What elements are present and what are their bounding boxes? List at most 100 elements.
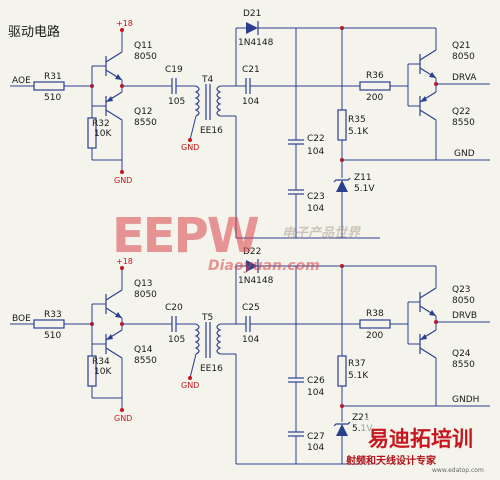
c23-ref: C23: [307, 192, 325, 202]
watermark-eepw: EEPW Diaoyuan.com 电子产品世界: [112, 208, 361, 274]
q14-ref: Q14: [134, 345, 153, 355]
watermark-edatop: 易迪拓培训 射频和天线设计专家 www.edatop.com: [345, 418, 496, 474]
c27-ref: C27: [307, 432, 325, 442]
c25-ref: C25: [242, 303, 260, 313]
edatop-url: www.edatop.com: [432, 467, 484, 474]
vplus-dot: [120, 28, 124, 32]
q22-arrow: [420, 96, 427, 102]
eepw-logo: EEPW: [112, 208, 259, 264]
t5-gnd-wire: [189, 353, 197, 379]
q22-value: 8550: [452, 118, 475, 128]
q13-collector: [105, 289, 123, 301]
d21-diode: [246, 22, 258, 34]
c21-ref: C21: [242, 65, 260, 75]
q22-ref: Q22: [452, 107, 471, 117]
vplus-label-2: +18: [116, 257, 133, 266]
input-aoe-label: AOE: [12, 76, 31, 86]
gnd-net-label: GND: [454, 149, 475, 159]
q14-value: 8550: [134, 356, 157, 366]
resistor-r38: [359, 319, 391, 329]
r31-value: 510: [44, 93, 61, 103]
q22-collector: [419, 109, 437, 121]
q12-ref: Q12: [134, 107, 153, 117]
r33-value: 510: [44, 331, 61, 341]
d22-ref: D22: [243, 247, 261, 257]
q14-arrow: [106, 334, 113, 340]
q13-value: 8050: [134, 290, 157, 300]
c23-value: 104: [307, 204, 324, 214]
z11-value: 5.1V: [354, 184, 375, 194]
r32-value: 10K: [94, 129, 112, 139]
r34-ref: R34: [92, 357, 110, 367]
t5-primary-coil: [194, 323, 200, 355]
d22-value: 1N4148: [238, 276, 274, 286]
diagram-title: 驱动电路: [8, 24, 60, 40]
c25-value: 104: [242, 335, 259, 345]
q13-arrow: [115, 312, 122, 318]
r34-value: 10K: [94, 367, 112, 377]
channel-b: BOE R33 510 R34 10K Q13 8050 +18 Q14 855…: [10, 247, 490, 465]
r37-ref: R37: [348, 359, 366, 369]
resistor-r33: [33, 319, 65, 329]
q21-arrow: [429, 72, 436, 78]
resistor-r35: [337, 109, 347, 141]
d22-diode: [246, 260, 258, 272]
r32-ref: R32: [92, 119, 110, 129]
q12-value: 8550: [134, 118, 157, 128]
q11-ref: Q11: [134, 41, 153, 51]
q21-ref: Q21: [452, 41, 471, 51]
vplus-label-1: +18: [116, 19, 133, 28]
q12-arrow: [106, 96, 113, 102]
d21-ref: D21: [243, 9, 261, 19]
q24-value: 8550: [452, 360, 475, 370]
d21-value: 1N4148: [238, 38, 274, 48]
r36-value: 200: [366, 93, 383, 103]
gnd-label-t5: GND: [181, 381, 199, 390]
gnd-label-2: GND: [114, 414, 132, 423]
q11-arrow: [115, 74, 122, 80]
q24-arrow: [420, 334, 427, 340]
z21-ref: Z21: [352, 413, 370, 423]
edatop-brand: 易迪拓培训: [368, 427, 473, 451]
edatop-sub: 射频和天线设计专家: [345, 454, 437, 467]
resistor-r36: [359, 81, 391, 91]
drva-net-label: DRVA: [452, 73, 477, 83]
r38-value: 200: [366, 331, 383, 341]
r35-value: 5.1K: [348, 127, 369, 137]
t5-ref: T5: [201, 313, 213, 323]
c22-ref: C22: [307, 134, 325, 144]
c20-ref: C20: [165, 303, 183, 313]
resistor-r31: [33, 81, 65, 91]
c21-value: 104: [242, 97, 259, 107]
gnd-dot: [188, 138, 192, 142]
c19-ref: C19: [165, 65, 183, 75]
resistor-r37: [337, 355, 347, 387]
z21-bar: [333, 421, 351, 427]
q23-ref: Q23: [452, 285, 471, 295]
gnd-label-1: GND: [114, 176, 132, 185]
q12-collector: [105, 109, 123, 121]
z11-bar: [333, 177, 351, 183]
c22-value: 104: [307, 147, 324, 157]
t4-gnd-wire: [189, 115, 197, 141]
q21-collector: [419, 49, 437, 61]
input-boe-label: BOE: [12, 314, 31, 324]
r33-ref: R33: [44, 310, 62, 320]
gnd-dot: [120, 170, 124, 174]
q13-ref: Q13: [134, 279, 153, 289]
c19-value: 105: [168, 97, 185, 107]
eepw-cn: 电子产品世界: [282, 225, 361, 241]
q11-collector: [105, 51, 123, 63]
channel-a: AOE R31 510 R32 10K Q11 8050 +18: [10, 9, 490, 239]
c26-value: 104: [307, 388, 324, 398]
r38-ref: R38: [366, 309, 384, 319]
z21-zener: [336, 424, 348, 436]
eepw-site: Diaoyuan.com: [208, 258, 320, 274]
r35-ref: R35: [348, 115, 366, 125]
q14-collector: [105, 347, 123, 359]
gnd-dot: [188, 376, 192, 380]
z11-zener: [336, 180, 348, 192]
c20-value: 105: [168, 335, 185, 345]
